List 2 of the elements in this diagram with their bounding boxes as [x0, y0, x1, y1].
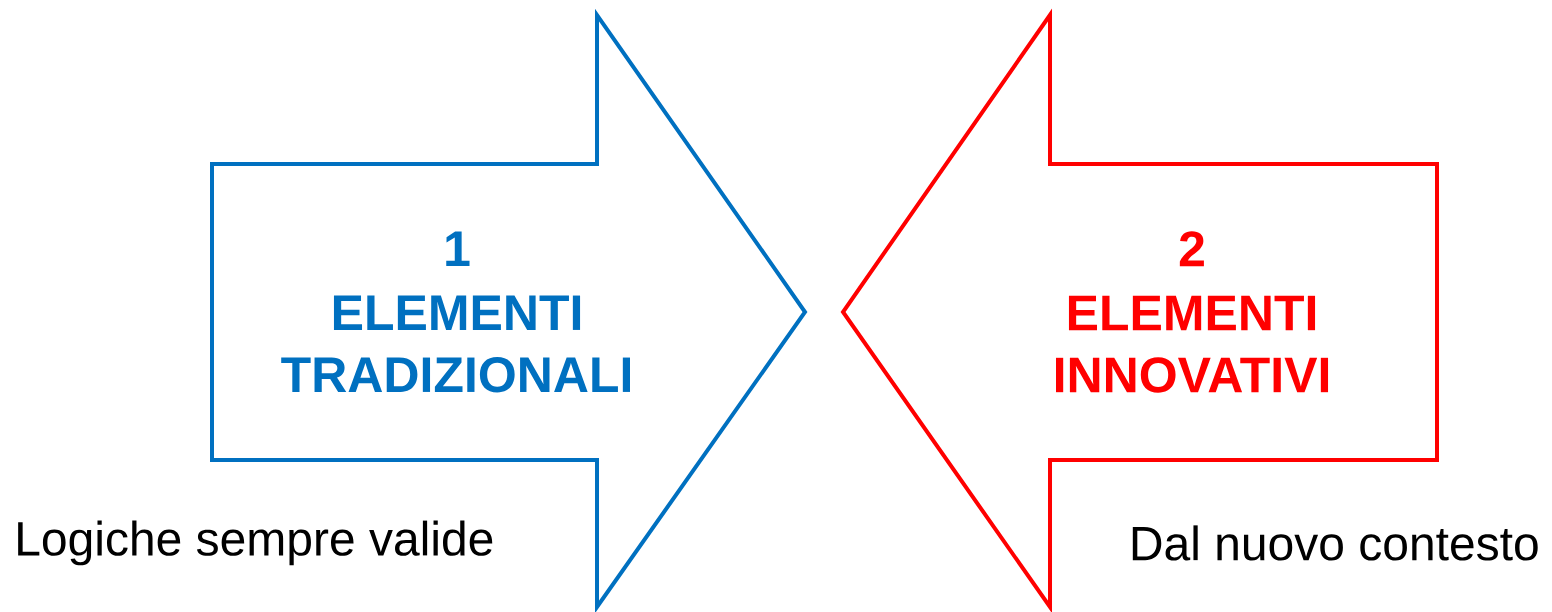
caption-text: Logiche sempre valide: [18, 520, 493, 566]
caption-text: Dal nuovo contesto: [1132, 525, 1538, 561]
